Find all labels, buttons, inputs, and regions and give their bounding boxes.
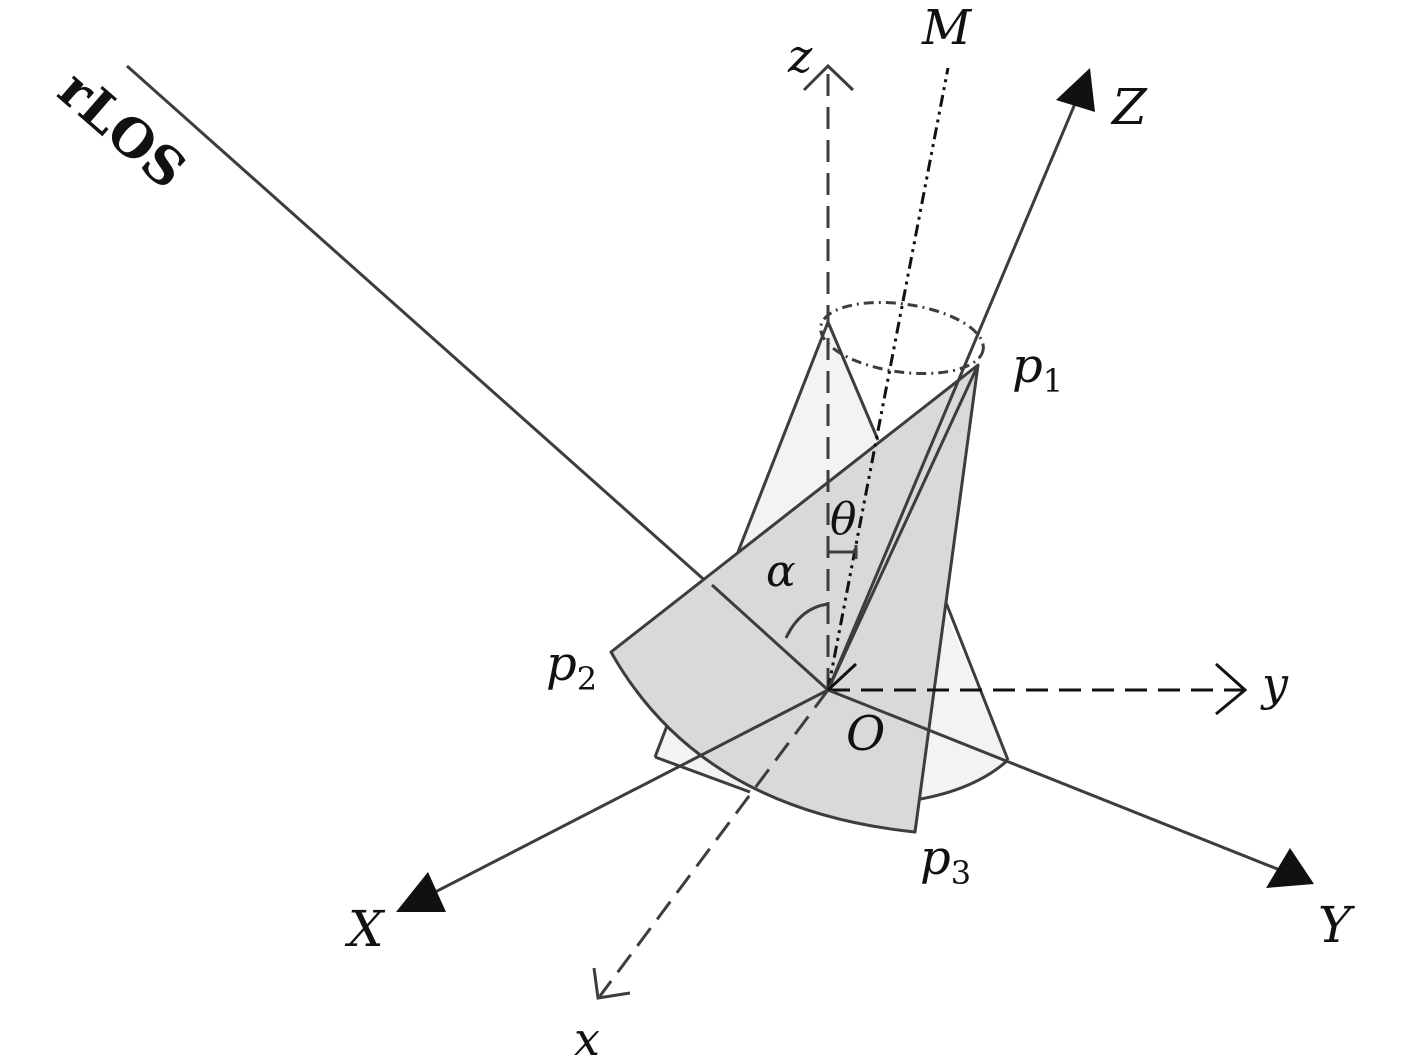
x-axis-arrowhead bbox=[592, 967, 631, 1000]
origin-tick bbox=[826, 662, 858, 692]
sector-inner-edge bbox=[826, 364, 980, 691]
X-axis-arrowhead bbox=[396, 872, 446, 912]
Y-axis-arrowhead bbox=[1266, 848, 1314, 888]
label-rlos: rLOS bbox=[46, 59, 197, 201]
rlos-line-front bbox=[710, 583, 830, 692]
cone-right-inner-edge bbox=[826, 321, 880, 441]
label-x: x bbox=[574, 1012, 600, 1063]
label-Z: Z bbox=[1110, 78, 1148, 136]
alpha-angle-arc bbox=[784, 602, 829, 639]
label-y: y bbox=[1260, 657, 1289, 711]
Z-axis-arrowhead bbox=[1056, 68, 1095, 112]
label-p2: p2 bbox=[546, 636, 597, 698]
z-axis-arrowhead bbox=[802, 63, 855, 92]
cone-top-ellipse bbox=[819, 300, 985, 376]
label-p3: p3 bbox=[920, 830, 971, 892]
label-theta: θ bbox=[830, 494, 857, 545]
X-axis bbox=[407, 688, 829, 908]
label-z: z bbox=[787, 29, 813, 83]
label-Y: Y bbox=[1318, 896, 1355, 954]
Y-axis bbox=[827, 688, 1301, 880]
y-axis-arrowhead bbox=[1214, 662, 1248, 716]
cone-base-arc-right bbox=[914, 758, 1010, 802]
label-O: O bbox=[846, 706, 885, 762]
label-X: X bbox=[344, 900, 386, 958]
m-axis-dashdot bbox=[826, 67, 950, 691]
label-M: M bbox=[921, 0, 973, 56]
x-axis-dashed bbox=[598, 689, 830, 997]
sector-p1-p2-p3 bbox=[609, 363, 980, 834]
label-alpha: α bbox=[766, 546, 796, 597]
cone-left-edge bbox=[736, 321, 830, 553]
Z-axis bbox=[826, 79, 1087, 691]
cone-right-edge bbox=[943, 599, 1010, 761]
label-p1: p1 bbox=[1012, 338, 1063, 400]
cone-base-arc bbox=[654, 755, 751, 794]
